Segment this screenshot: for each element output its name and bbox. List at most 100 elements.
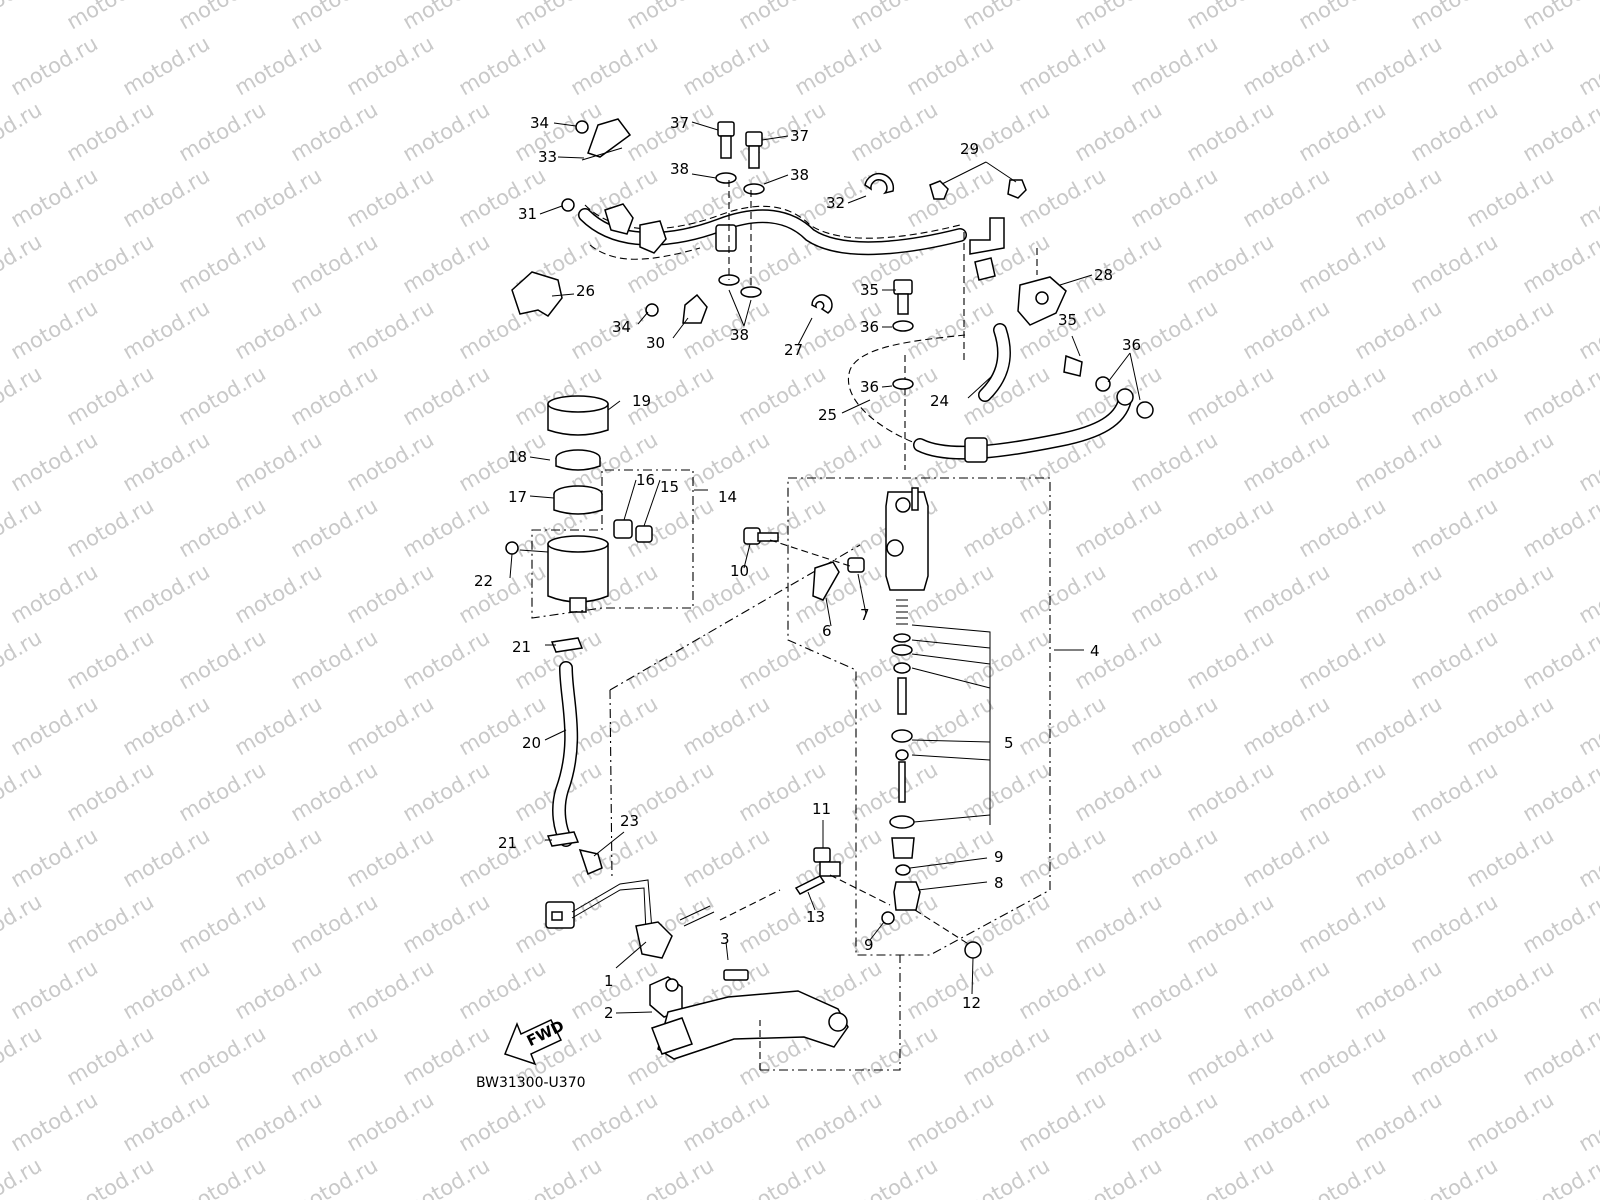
watermark-text: motod.ru [1351, 295, 1446, 364]
watermark-text: motod.ru [511, 0, 606, 34]
callout-26: 26 [576, 282, 595, 300]
watermark-text: motod.ru [847, 757, 942, 826]
watermark-text: motod.ru [623, 1153, 718, 1200]
watermark-text: motod.ru [1239, 295, 1334, 364]
watermark-text: motod.ru [119, 163, 214, 232]
watermark-text: motod.ru [1463, 1087, 1558, 1156]
watermark-text: motod.ru [1071, 757, 1166, 826]
watermark-text: motod.ru [679, 823, 774, 892]
watermark-text: motod.ru [735, 625, 830, 694]
watermark-text: motod.ru [1071, 0, 1166, 34]
watermark-text: motod.ru [119, 823, 214, 892]
watermark-text: motod.ru [0, 1153, 46, 1200]
watermark-text: motod.ru [567, 823, 662, 892]
watermark-text: motod.ru [175, 757, 270, 826]
watermark-text: motod.ru [1183, 1153, 1278, 1200]
watermark-text: motod.ru [1127, 163, 1222, 232]
watermark-text: motod.ru [1519, 757, 1600, 826]
watermark-text: motod.ru [791, 823, 886, 892]
callout-38: 38 [730, 326, 749, 344]
watermark-text: motod.ru [1575, 823, 1600, 892]
watermark-text: motod.ru [343, 1087, 438, 1156]
callout-15: 15 [660, 478, 679, 496]
watermark-text: motod.ru [7, 295, 102, 364]
watermark-text: motod.ru [847, 1021, 942, 1090]
watermark-text: motod.ru [231, 1087, 326, 1156]
watermark-text: motod.ru [735, 0, 830, 34]
watermark-text: motod.ru [175, 493, 270, 562]
watermark-text: motod.ru [399, 97, 494, 166]
watermark-text: motod.ru [1127, 427, 1222, 496]
master-cylinder-group [744, 478, 1050, 958]
watermark-text: motod.ru [791, 1087, 886, 1156]
watermark-text: motod.ru [287, 493, 382, 562]
callout-37: 37 [790, 127, 809, 145]
watermark-text: motod.ru [1519, 1021, 1600, 1090]
watermark-text: motod.ru [959, 1021, 1054, 1090]
watermark-text: motod.ru [959, 757, 1054, 826]
callout-17: 17 [508, 488, 527, 506]
watermark-text: motod.ru [63, 1153, 158, 1200]
watermark-text: motod.ru [1183, 625, 1278, 694]
watermark-text: motod.ru [287, 97, 382, 166]
callout-37: 37 [670, 114, 689, 132]
watermark-text: motod.ru [399, 1153, 494, 1200]
callout-36: 36 [1122, 336, 1141, 354]
watermark-text: motod.ru [1295, 229, 1390, 298]
watermark-text: motod.ru [567, 955, 662, 1024]
watermark-text: motod.ru [0, 229, 46, 298]
callout-13: 13 [806, 908, 825, 926]
watermark-text: motod.ru [1183, 889, 1278, 958]
watermark-text: motod.ru [623, 889, 718, 958]
watermark-text: motod.ru [791, 691, 886, 760]
watermark-text: motod.ru [231, 427, 326, 496]
watermark-text: motod.ru [1239, 1087, 1334, 1156]
watermark-text: motod.ru [735, 361, 830, 430]
watermark-text: motod.ru [287, 1153, 382, 1200]
watermark-text: motod.ru [1183, 757, 1278, 826]
watermark-text: motod.ru [791, 427, 886, 496]
watermark-text: motod.ru [399, 0, 494, 34]
callout-22: 22 [474, 572, 493, 590]
watermark-text: motod.ru [1575, 1087, 1600, 1156]
watermark-text: motod.ru [63, 493, 158, 562]
watermark-text: motod.ru [231, 691, 326, 760]
watermark-text: motod.ru [1239, 427, 1334, 496]
watermark-text: motod.ru [735, 1153, 830, 1200]
watermark-text: motod.ru [1519, 625, 1600, 694]
watermark-text: motod.ru [1127, 955, 1222, 1024]
watermark-text: motod.ru [343, 955, 438, 1024]
watermark-text: motod.ru [903, 163, 998, 232]
watermark-text: motod.ru [1575, 955, 1600, 1024]
watermark-text: motod.ru [287, 0, 382, 34]
watermark-text: motod.ru [1071, 1021, 1166, 1090]
watermark-text: motod.ru [1127, 823, 1222, 892]
watermark-text: motod.ru [1015, 955, 1110, 1024]
watermark-text: motod.ru [231, 163, 326, 232]
callout-31: 31 [518, 205, 537, 223]
watermark-text: motod.ru [1015, 691, 1110, 760]
watermark-text: motod.ru [1575, 427, 1600, 496]
watermark-text: motod.ru [1295, 361, 1390, 430]
watermark-text: motod.ru [1407, 0, 1502, 34]
watermark-text: motod.ru [175, 889, 270, 958]
watermark-text: motod.ru [1519, 97, 1600, 166]
callout-19: 19 [632, 392, 651, 410]
watermark-text: motod.ru [399, 229, 494, 298]
watermark-text: motod.ru [1239, 163, 1334, 232]
callout-34: 34 [530, 114, 549, 132]
watermark-text: motod.ru [1407, 757, 1502, 826]
watermark-text: motod.ru [1407, 1021, 1502, 1090]
callout-30: 30 [646, 334, 665, 352]
watermark-text: motod.ru [1183, 97, 1278, 166]
watermark-text: motod.ru [1519, 0, 1600, 34]
watermark-text: motod.ru [1071, 229, 1166, 298]
callout-38: 38 [790, 166, 809, 184]
watermark-text: motod.ru [119, 691, 214, 760]
watermark-text: motod.ru [1015, 559, 1110, 628]
watermark-text: motod.ru [175, 97, 270, 166]
watermark-text: motod.ru [1407, 493, 1502, 562]
watermark-text: motod.ru [1463, 427, 1558, 496]
watermark-text: motod.ru [231, 31, 326, 100]
